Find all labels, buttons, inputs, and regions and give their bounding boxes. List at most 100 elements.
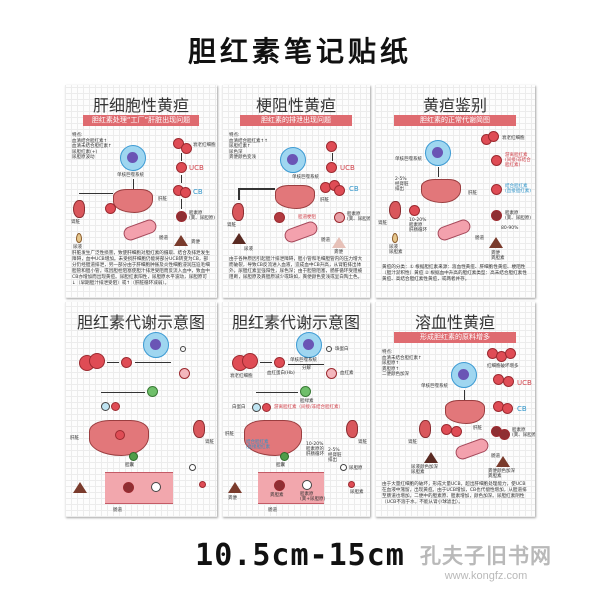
urine-icon xyxy=(424,452,438,463)
bilirubin-icon xyxy=(105,203,116,214)
label-percent-kidney: 2-5% 经肾脏 排出 xyxy=(395,177,409,192)
label-ucb: UCB xyxy=(340,164,355,172)
globin-icon xyxy=(180,346,186,352)
kidney-icon xyxy=(389,201,401,219)
hemoglobin-icon xyxy=(274,357,285,368)
urobilinogen-urine-icon xyxy=(189,464,196,471)
arrow xyxy=(181,199,182,209)
urine-icon xyxy=(392,233,398,243)
sticker-card-obstructive-jaundice: 梗阻性黄疸 胆红素的排泄出现问题 特点: 血清结合胆红素↑↑ 尿胆红素↑ 尿色深… xyxy=(222,85,370,298)
label-percent-enterohepatic: 10-20% 胆素原的 肝肠循环 xyxy=(306,442,324,457)
label-urine: 尿液 xyxy=(73,245,82,250)
gallbladder-icon xyxy=(280,452,289,461)
label-gut: 肠道 xyxy=(268,508,277,513)
label-kidney: 肾脏 xyxy=(205,440,214,445)
urobilinogen-icon xyxy=(499,429,510,440)
label-feces: 粪便 xyxy=(191,240,200,245)
liver-icon xyxy=(421,179,461,203)
heme-icon xyxy=(326,368,337,379)
label-urobilinogen: 胆素原 (粪、尿胆原) xyxy=(347,212,370,222)
card-subtitle: 形成胆红素的原料增多 xyxy=(394,332,516,343)
albumin-icon xyxy=(252,403,261,412)
label-gut: 肠道 xyxy=(113,508,122,513)
watermark-text: 孔夫子旧书网 xyxy=(420,544,552,568)
globin-icon xyxy=(326,346,332,352)
gallbladder-icon xyxy=(129,452,138,461)
label-kidney: 肾脏 xyxy=(408,440,417,445)
heme-icon xyxy=(179,368,190,379)
intestine-icon xyxy=(282,219,320,245)
urobilinogen-icon xyxy=(151,482,161,492)
arrow xyxy=(260,362,272,363)
macrophage-cell-icon xyxy=(120,145,146,171)
label-conjugated-bilirubin: 结合胆红素 /直接胆红素 xyxy=(246,440,271,450)
label-urobilinogen: 胆素原 (粪、尿胆原) xyxy=(505,211,532,221)
bilirubin-icon xyxy=(274,212,285,223)
arrow xyxy=(438,167,439,177)
label-feces: 粪便 xyxy=(228,496,237,501)
label-stercobilin: 粪胆素 xyxy=(270,493,284,498)
arrow xyxy=(107,362,119,363)
liver-icon xyxy=(275,185,315,209)
label-globin: 珠蛋白 xyxy=(335,347,349,352)
label-mps: 单核巨噬系统 xyxy=(395,157,422,162)
feces-icon xyxy=(496,456,510,467)
card-subtitle: 胆红素的正常代谢简图 xyxy=(394,115,516,126)
liver-icon xyxy=(445,400,485,424)
stercobilinogen-icon xyxy=(274,480,285,491)
kidney-icon xyxy=(419,420,431,438)
label-urine: 尿液 xyxy=(244,247,253,252)
cb-icon xyxy=(334,185,345,196)
urobilin-icon xyxy=(199,481,206,488)
label-urobilinogen: 胆素原 (粪、尿胆原) xyxy=(189,211,216,221)
label-kidney: 肾脏 xyxy=(358,440,367,445)
ucb-icon xyxy=(176,162,187,173)
label-kidney: 肾脏 xyxy=(227,223,236,228)
features-list: 特点: 血清结合胆红素↑ 血清未结合胆红素↑ 尿胆红素(+) 尿胆原波动 xyxy=(72,133,112,160)
cb-icon xyxy=(502,403,513,414)
macrophage-cell-icon xyxy=(425,140,451,166)
arrow xyxy=(238,188,240,200)
label-senescent-rbc: 衰老红细胞 xyxy=(193,143,216,148)
label-liver: 肝脏 xyxy=(468,191,477,196)
pale-feces-icon xyxy=(332,237,346,248)
label-gallbladder: 胆囊 xyxy=(125,463,134,468)
hemoglobin-icon xyxy=(121,357,132,368)
label-gut: 肠道 xyxy=(321,238,330,243)
description-text: 由于大量红细胞的破坏，形成大量UCB，超出肝细胞处理能力，使UCB在血液中潴留，… xyxy=(382,482,527,505)
kidney-icon xyxy=(193,420,205,438)
bilirubin-icon xyxy=(409,205,420,216)
urobilinogen-icon xyxy=(176,211,187,222)
label-senescent-rbc: 衰老红细胞 xyxy=(502,136,525,141)
label-percent-enterohepatic: 10-20% 胆素原 肝肠循环 xyxy=(409,218,427,233)
reflux-arrow xyxy=(238,188,275,190)
ucb-icon xyxy=(326,162,337,173)
conjugated-bilirubin-icon xyxy=(115,430,125,440)
ucb-icon xyxy=(451,426,462,437)
macrophage-cell-icon xyxy=(451,362,477,388)
sticker-card-hemolytic-jaundice: 溶血性黄疸 形成胆红素的原料增多 特点: 血清未结合胆红素↑ 尿胆原↑ 粪胆原↑… xyxy=(375,302,535,517)
label-kidney: 肾脏 xyxy=(71,220,80,225)
label-mps: 单核巨噬系统 xyxy=(421,384,448,389)
urobilinogen-icon xyxy=(340,464,347,471)
label-heme: 血红素 xyxy=(340,371,354,376)
urine-icon xyxy=(76,233,82,243)
urobilinogen-icon xyxy=(334,212,345,223)
sticker-card-jaundice-differentiation: 黄疸鉴别 胆红素的正常代谢简图 单核巨噬系统 肝脏 2-5% 经肾脏 排出 肾脏… xyxy=(375,85,535,298)
label-mps: 单核巨噬系统 xyxy=(290,358,317,363)
card-subtitle: 胆红素处理“工厂”肝脏出现问题 xyxy=(83,115,199,126)
bilinogen-icon xyxy=(302,480,312,490)
label-gut: 肠道 xyxy=(159,236,168,241)
sticker-card-bilirubin-metabolism-blank: 胆红素代谢示意图 肝脏 胆囊 肾脏 肠道 xyxy=(65,302,217,517)
page-title: 胆红素笔记贴纸 xyxy=(187,35,412,68)
label-mps: 单核巨噬系统 xyxy=(117,173,144,178)
urobilinogen-icon xyxy=(491,210,502,221)
label-ucb: 游离胆红素 (间接/非结合 胆红素) xyxy=(505,153,531,168)
macrophage-cell-icon xyxy=(296,332,322,358)
label-kidney: 肾脏 xyxy=(378,221,387,226)
label-feces: 粪便颜色加深 粪胆素 xyxy=(488,469,515,479)
label-liver: 肝脏 xyxy=(70,436,79,441)
card-title: 胆红素代谢示意图 xyxy=(76,313,205,332)
arrow xyxy=(288,364,324,365)
arrow xyxy=(181,153,182,161)
